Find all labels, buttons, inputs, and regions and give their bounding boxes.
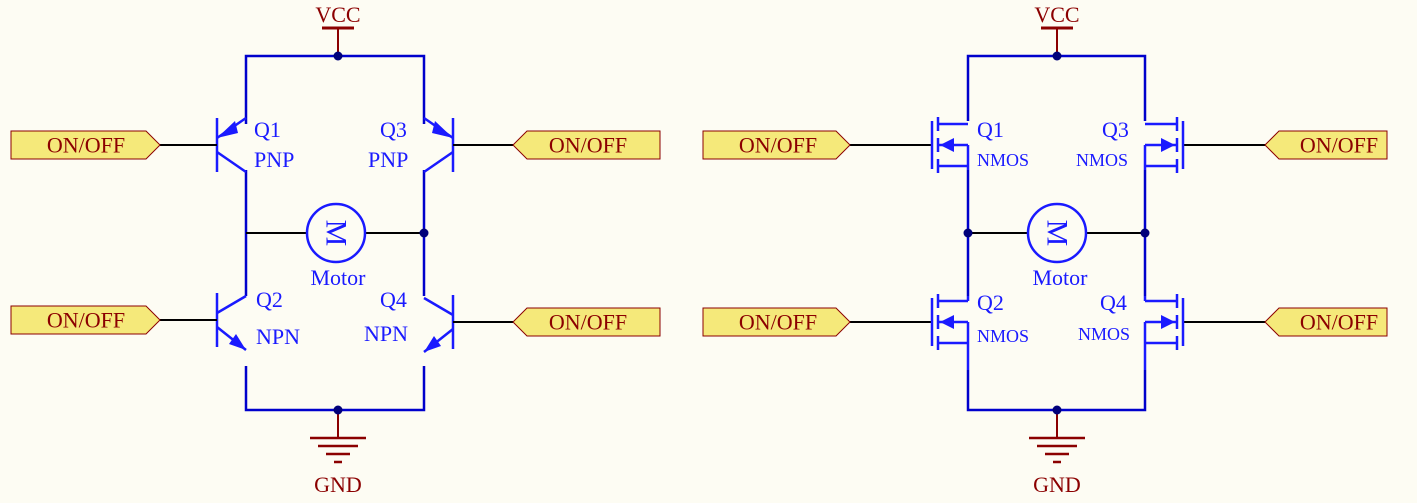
motor-symbol: M [320, 220, 353, 247]
q2-on-off-port[interactable]: ON/OFF [10, 305, 161, 335]
motor: M Motor [305, 202, 367, 290]
vcc-symbol: VCC [1034, 2, 1080, 56]
gnd-label: GND [314, 472, 362, 497]
q1-ref: Q1 [977, 117, 1004, 142]
q1-type: PNP [254, 147, 294, 172]
vcc-label: VCC [1034, 2, 1079, 27]
mosfet-h-bridge: VCC GND [702, 2, 1388, 497]
mosfet-q4: Q4 NMOS ON/OFF [1078, 290, 1388, 370]
mosfet-q2: Q2 NMOS ON/OFF [702, 290, 1029, 370]
q3-port-label: ON/OFF [1300, 133, 1378, 158]
q3-type: NMOS [1076, 150, 1128, 170]
q3-type: PNP [368, 147, 408, 172]
q2-port-label: ON/OFF [739, 310, 817, 335]
q4-port-label: ON/OFF [1300, 310, 1378, 335]
q2-on-off-port[interactable]: ON/OFF [702, 307, 851, 337]
q4-on-off-port[interactable]: ON/OFF [512, 307, 661, 337]
vcc-label: VCC [315, 2, 360, 27]
gnd-symbol: GND [310, 410, 366, 497]
q2-type: NPN [256, 324, 300, 349]
q4-ref: Q4 [1100, 290, 1127, 315]
q2-ref: Q2 [256, 287, 283, 312]
q1-type: NMOS [977, 150, 1029, 170]
gnd-symbol: GND [1029, 410, 1085, 497]
q1-ref: Q1 [254, 117, 281, 142]
vcc-symbol: VCC [315, 2, 361, 56]
transistor-q4: Q4 NPN ON/OFF [364, 287, 661, 353]
q3-on-off-port[interactable]: ON/OFF [1264, 130, 1388, 160]
q4-type: NPN [364, 321, 408, 346]
junction-dots [963, 51, 1150, 415]
bjt-h-bridge: VCC GND M [10, 2, 661, 497]
q3-ref: Q3 [1102, 117, 1129, 142]
junction-dots [333, 51, 429, 415]
q2-type: NMOS [977, 326, 1029, 346]
gnd-label: GND [1033, 472, 1081, 497]
q3-on-off-port[interactable]: ON/OFF [512, 130, 661, 160]
motor-symbol: M [1041, 220, 1074, 247]
transistor-q1: Q1 PNP ON/OFF [10, 116, 294, 174]
q1-port-label: ON/OFF [739, 133, 817, 158]
transistor-q3: Q3 PNP ON/OFF [368, 116, 661, 174]
q3-ref: Q3 [380, 117, 407, 142]
mosfet-q3: Q3 NMOS ON/OFF [1076, 117, 1388, 173]
q1-port-label: ON/OFF [47, 133, 125, 158]
q1-on-off-port[interactable]: ON/OFF [702, 130, 851, 160]
q3-port-label: ON/OFF [549, 133, 627, 158]
motor-label: Motor [311, 265, 367, 290]
q4-type: NMOS [1078, 324, 1130, 344]
transistor-q2: Q2 NPN ON/OFF [10, 287, 300, 351]
mosfet-q1: Q1 NMOS ON/OFF [702, 117, 1029, 173]
q1-on-off-port[interactable]: ON/OFF [10, 130, 161, 160]
motor: M Motor [1026, 202, 1089, 290]
q4-port-label: ON/OFF [549, 310, 627, 335]
motor-label: Motor [1033, 265, 1089, 290]
q4-on-off-port[interactable]: ON/OFF [1264, 307, 1388, 337]
q2-ref: Q2 [977, 290, 1004, 315]
q2-port-label: ON/OFF [47, 308, 125, 333]
q4-ref: Q4 [380, 287, 407, 312]
